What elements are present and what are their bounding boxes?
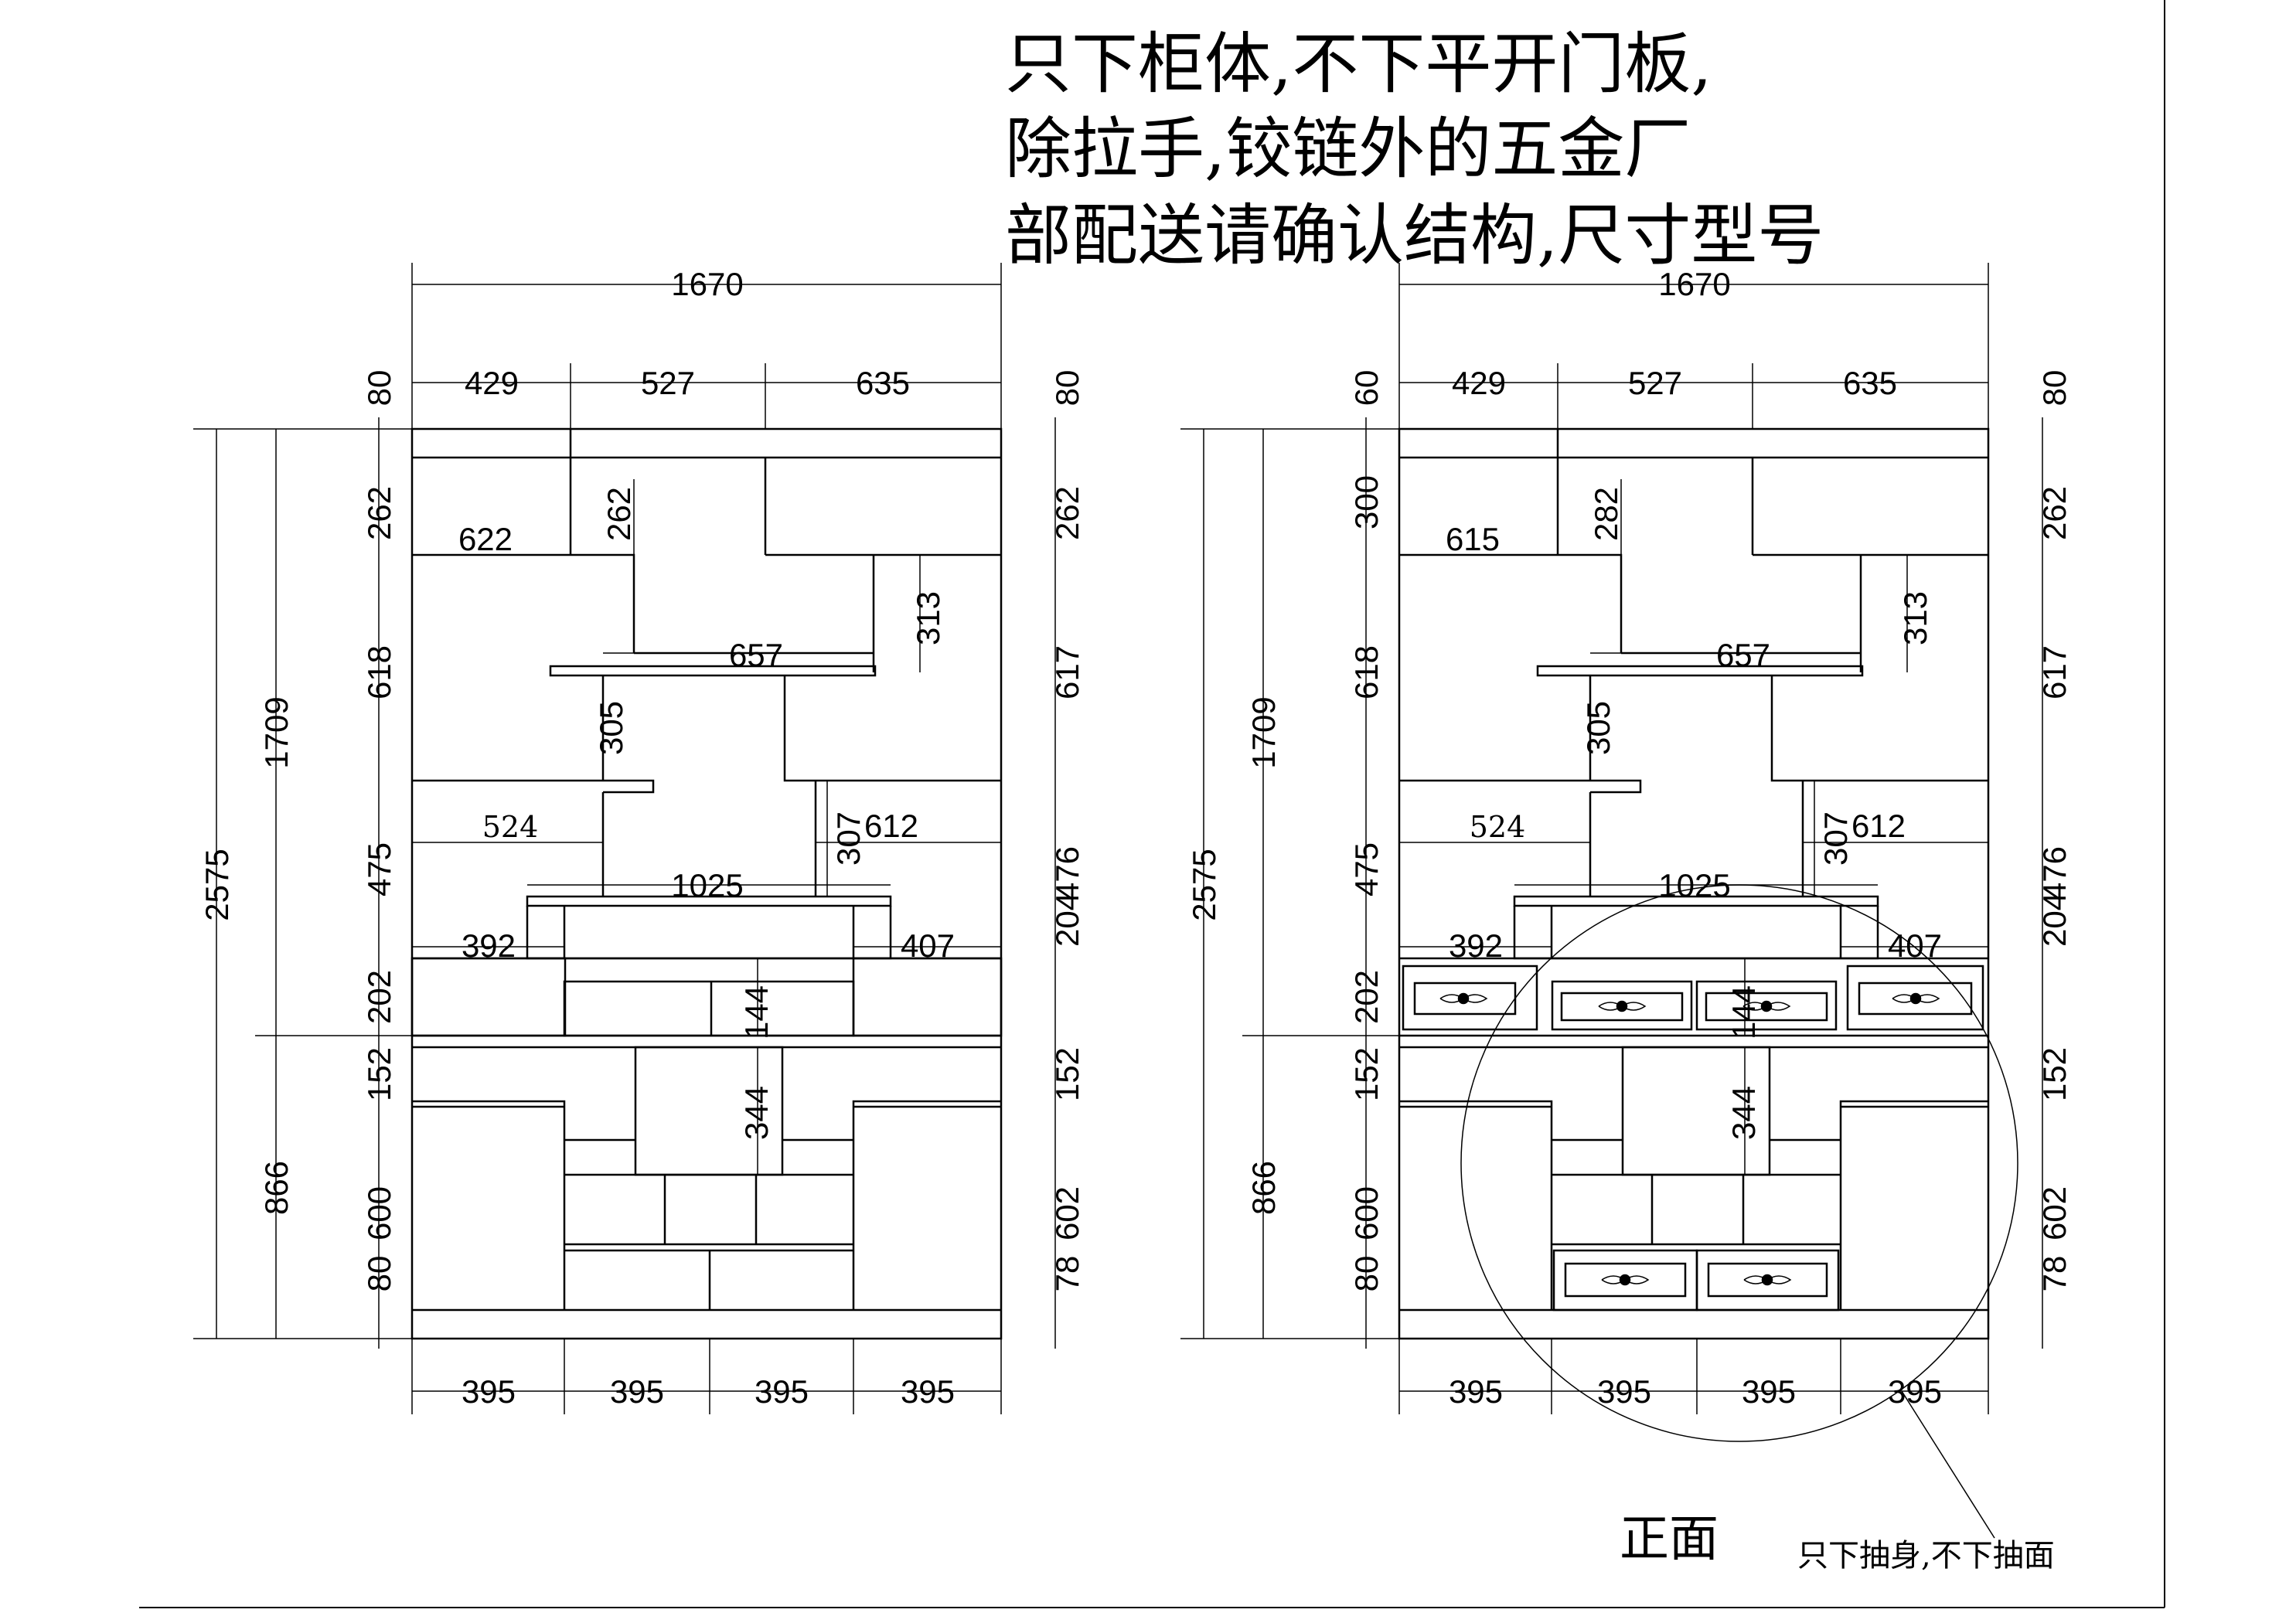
right-height-label: 80: [1049, 370, 1085, 407]
right-height-label: 617: [2036, 645, 2073, 699]
dim-1025-label: 1025: [1658, 867, 1730, 903]
instruction-note-line-1: 只下柜体,不下平开门板,: [1005, 26, 1712, 103]
right-height-label: 617: [1049, 645, 1085, 699]
dim-1025-label: 1025: [671, 867, 743, 903]
top-width-label: 429: [465, 365, 519, 401]
dim-305-label: 305: [593, 701, 629, 755]
dim-524-label: 524: [482, 810, 539, 844]
overall-height-label: 2575: [199, 849, 235, 920]
upper-height-label: 1709: [258, 696, 295, 768]
drawer-note: 只下抽身,不下抽面: [1797, 1538, 2055, 1574]
left-height-label: 60: [1348, 370, 1385, 407]
dim-392-label: 392: [462, 927, 516, 964]
left-elevation: 1670 429 527 635 2575 1709 866 80 262 61…: [193, 263, 1085, 1414]
left-height-label: 152: [361, 1047, 397, 1101]
sheet-border: [139, 0, 2165, 1608]
instruction-note-line-2: 除拉手,铰链外的五金厂: [1005, 111, 1691, 188]
bottom-width-label: 395: [610, 1373, 664, 1410]
dim-392-label: 392: [1449, 927, 1503, 964]
left-height-label: 202: [1348, 970, 1385, 1024]
top-width-label: 635: [856, 365, 910, 401]
right-height-label: 602: [1049, 1186, 1085, 1240]
left-dimension-lines: [193, 263, 1056, 1414]
right-height-label: 476: [2036, 846, 2073, 900]
dim-407-label: 407: [1888, 927, 1942, 964]
left-height-label: 600: [361, 1186, 397, 1240]
lower-height-label: 866: [258, 1161, 295, 1215]
dim-344-label: 344: [1725, 1086, 1762, 1140]
left-height-label: 262: [361, 486, 397, 540]
right-height-label: 204: [2036, 893, 2073, 947]
bottom-width-label: 395: [1888, 1373, 1942, 1410]
top-width-label: 635: [1843, 365, 1897, 401]
upper-height-label: 1709: [1245, 696, 1282, 768]
right-height-label: 152: [1049, 1047, 1085, 1101]
left-height-label: 618: [361, 645, 397, 699]
top-width-label: 527: [1628, 365, 1682, 401]
right-height-label: 78: [2036, 1256, 2073, 1292]
dim-622-label: 622: [458, 521, 513, 557]
lower-height-label: 866: [1245, 1161, 1282, 1215]
right-height-label: 602: [2036, 1186, 2073, 1240]
dim-657-label: 657: [729, 637, 783, 673]
dim-144-label: 144: [738, 985, 775, 1039]
dim-612-label: 612: [864, 808, 918, 844]
left-height-label: 300: [1348, 475, 1385, 529]
right-height-label: 262: [2036, 486, 2073, 540]
dim-307-label: 307: [830, 812, 867, 866]
left-height-label: 80: [361, 370, 397, 407]
dim-307-label: 307: [1817, 812, 1854, 866]
dim-313-label: 313: [1897, 591, 1933, 645]
right-height-label: 80: [2036, 370, 2073, 407]
overall-width-label: 1670: [671, 266, 743, 302]
right-height-label: 204: [1049, 893, 1085, 947]
bottom-width-label: 395: [1597, 1373, 1651, 1410]
left-height-label: 600: [1348, 1186, 1385, 1240]
dim-144-label: 144: [1725, 985, 1762, 1039]
right-height-label: 78: [1049, 1256, 1085, 1292]
left-height-label: 80: [1348, 1256, 1385, 1292]
view-label: 正面: [1620, 1511, 1719, 1568]
right-height-label: 476: [1049, 846, 1085, 900]
dim-313-label: 313: [910, 591, 946, 645]
left-height-label: 618: [1348, 645, 1385, 699]
top-width-label: 429: [1452, 365, 1506, 401]
dim-615-label: 615: [1446, 521, 1500, 557]
top-width-label: 527: [641, 365, 695, 401]
dim-612-label: 612: [1851, 808, 1906, 844]
right-dimension-lines: [1180, 263, 2043, 1539]
instruction-note-line-3: 部配送请确认结构,尺寸型号: [1005, 197, 1824, 274]
left-dimension-texts: 1670 429 527 635 2575 1709 866 80 262 61…: [199, 266, 1085, 1410]
bottom-width-label: 395: [1449, 1373, 1503, 1410]
left-height-label: 152: [1348, 1047, 1385, 1101]
left-height-label: 475: [1348, 842, 1385, 897]
dim-282-label: 282: [1588, 487, 1624, 541]
bottom-width-label: 395: [1742, 1373, 1796, 1410]
left-height-label: 80: [361, 1256, 397, 1292]
left-height-label: 202: [361, 970, 397, 1024]
dim-407-label: 407: [901, 927, 955, 964]
right-dimension-texts: 1670 429 527 635 2575 1709 866 60 300 61…: [1186, 266, 2073, 1410]
dim-262-label: 262: [601, 487, 637, 541]
right-height-label: 152: [2036, 1047, 2073, 1101]
overall-height-label: 2575: [1186, 849, 1222, 920]
dim-344-label: 344: [738, 1086, 775, 1140]
overall-width-label: 1670: [1658, 266, 1730, 302]
right-height-label: 262: [1049, 486, 1085, 540]
dim-657-label: 657: [1716, 637, 1770, 673]
bottom-width-label: 395: [462, 1373, 516, 1410]
bottom-width-label: 395: [755, 1373, 809, 1410]
right-elevation: 1670 429 527 635 2575 1709 866 60 300 61…: [1180, 263, 2073, 1539]
dim-524-label: 524: [1470, 810, 1526, 844]
left-height-label: 475: [361, 842, 397, 897]
dim-305-label: 305: [1580, 701, 1616, 755]
bottom-width-label: 395: [901, 1373, 955, 1410]
